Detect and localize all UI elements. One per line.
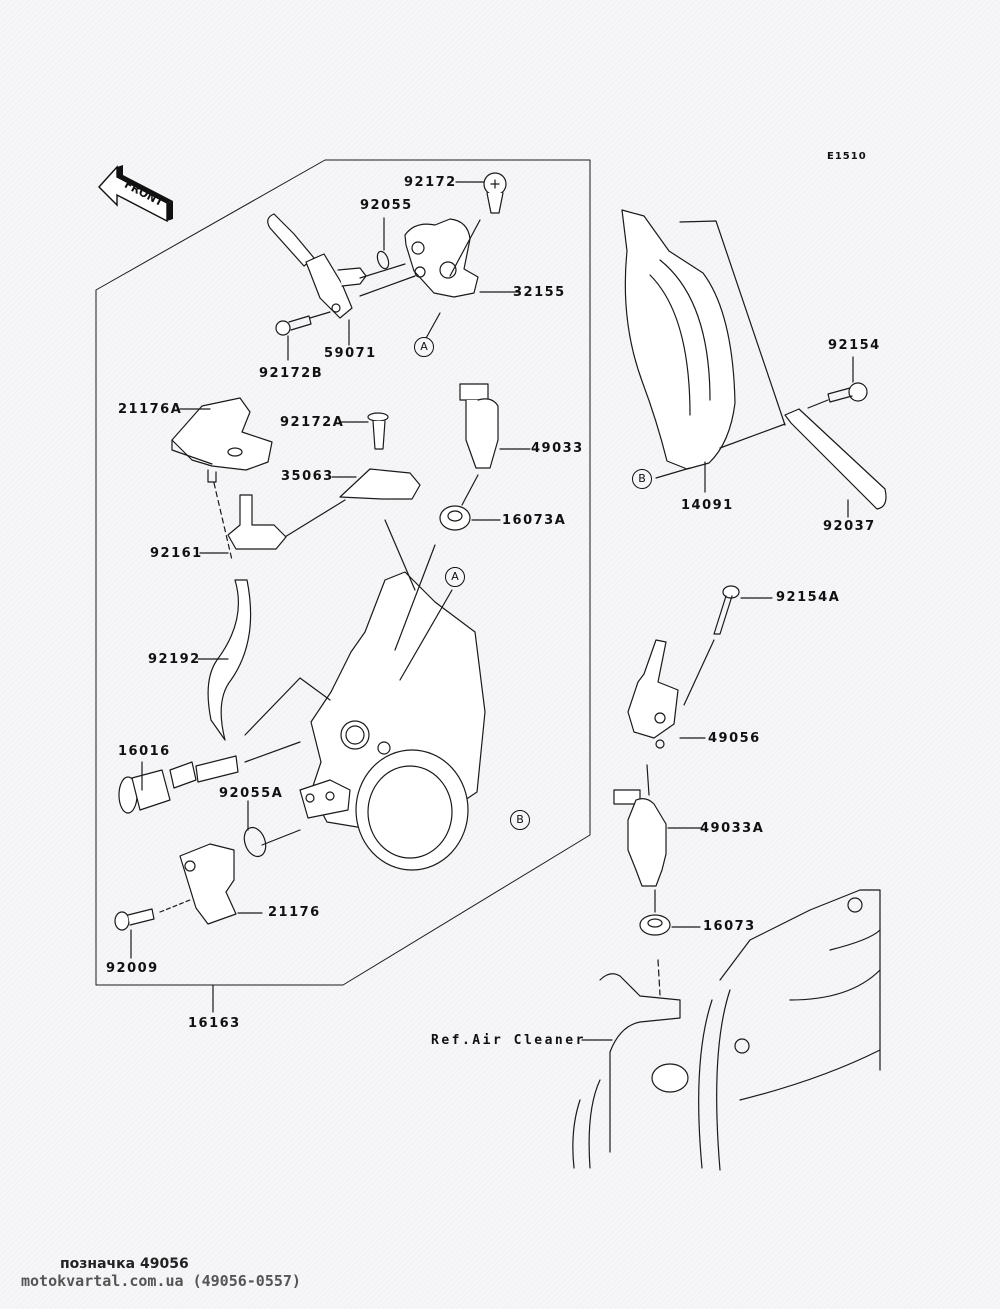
leader: [683, 639, 715, 706]
part-label-92172[interactable]: 92172: [404, 175, 457, 190]
part-label-16073A[interactable]: 16073A: [502, 513, 567, 528]
callout-a-top: A: [414, 337, 434, 357]
part-35063-bracket: [339, 468, 421, 500]
part-label-35063[interactable]: 35063: [281, 469, 334, 484]
front-direction-arrow: FRONT: [95, 165, 175, 231]
part-16016-idle-screw: [118, 755, 239, 814]
part-92154-bolt: [827, 382, 868, 403]
part-label-16073[interactable]: 16073: [703, 919, 756, 934]
footer-source: motokvartal.com.ua (49056-0557): [21, 1272, 301, 1290]
part-label-92154[interactable]: 92154: [828, 338, 881, 353]
part-92055A-oring: [243, 826, 267, 858]
leader: [279, 499, 346, 541]
part-label-92055A[interactable]: 92055A: [219, 786, 284, 801]
part-label-59071[interactable]: 59071: [324, 346, 377, 361]
part-label-16163[interactable]: 16163: [188, 1016, 241, 1031]
front-arrow-icon: FRONT: [98, 165, 173, 223]
part-16073-seal: [639, 914, 671, 936]
callout-b-duct: B: [632, 469, 652, 489]
part-16073A-seal: [439, 505, 471, 531]
leader: [424, 312, 441, 341]
part-label-92172B[interactable]: 92172B: [259, 366, 324, 381]
leader: [213, 482, 233, 561]
part-92192-hose: [207, 579, 252, 741]
leader: [261, 829, 301, 846]
leader: [244, 677, 301, 736]
throttle-body: [299, 571, 486, 871]
part-92037-strap: [784, 408, 887, 510]
part-14091-duct: [621, 209, 736, 470]
leader: [309, 311, 331, 319]
callout-b-throttle: B: [510, 810, 530, 830]
part-label-92037[interactable]: 92037: [823, 519, 876, 534]
part-label-92055[interactable]: 92055: [360, 198, 413, 213]
leader: [679, 220, 786, 426]
part-label-92154A[interactable]: 92154A: [776, 590, 841, 605]
part-32155-holder: [404, 218, 479, 298]
part-label-14091[interactable]: 14091: [681, 498, 734, 513]
part-92055-oring: [376, 250, 390, 270]
leader: [299, 677, 331, 701]
assembly-boundary: [95, 159, 591, 986]
part-92009-bolt: [114, 908, 155, 931]
leader: [657, 959, 661, 996]
part-label-92172A[interactable]: 92172A: [280, 415, 345, 430]
footer-caption: позначка 49056: [60, 1256, 189, 1272]
leader: [449, 219, 481, 277]
ref-air-cleaner-label: Ref.Air Cleaner: [431, 1033, 586, 1048]
leader: [461, 474, 479, 506]
part-92172A-screw: [367, 412, 389, 450]
part-label-92161[interactable]: 92161: [150, 546, 203, 561]
part-label-21176[interactable]: 21176: [268, 905, 321, 920]
part-92172-screw: [483, 172, 507, 214]
leader: [244, 741, 301, 763]
part-label-21176A[interactable]: 21176A: [118, 402, 183, 417]
part-label-16016[interactable]: 16016: [118, 744, 171, 759]
part-92154A-bolt: [713, 585, 740, 635]
leader: [646, 764, 650, 796]
part-92172B-screw: [275, 315, 312, 336]
leader: [159, 899, 191, 913]
part-21176-tps: [179, 843, 237, 925]
part-49056-delivery-pipe: [627, 639, 679, 749]
part-label-49033A[interactable]: 49033A: [700, 821, 765, 836]
part-21176A-map-sensor: [171, 397, 273, 483]
part-label-92192[interactable]: 92192: [148, 652, 201, 667]
part-label-32155[interactable]: 32155: [513, 285, 566, 300]
leader: [807, 399, 829, 409]
leader: [719, 423, 786, 449]
part-49033A-injector: [613, 789, 667, 887]
air-cleaner-housing: [572, 889, 881, 1171]
part-92161-fitting: [227, 494, 287, 550]
part-59071-sensor: [267, 213, 367, 319]
part-49033-injector: [459, 383, 499, 469]
leader: [359, 275, 416, 297]
leader: [394, 544, 436, 651]
leader: [359, 263, 406, 279]
part-label-49033[interactable]: 49033: [531, 441, 584, 456]
leader: [399, 589, 453, 681]
callout-a-throttle: A: [445, 567, 465, 587]
part-label-92009[interactable]: 92009: [106, 961, 159, 976]
part-label-49056[interactable]: 49056: [708, 731, 761, 746]
leader: [655, 467, 691, 479]
leader: [384, 519, 416, 591]
diagram-code: E1510: [827, 151, 867, 162]
